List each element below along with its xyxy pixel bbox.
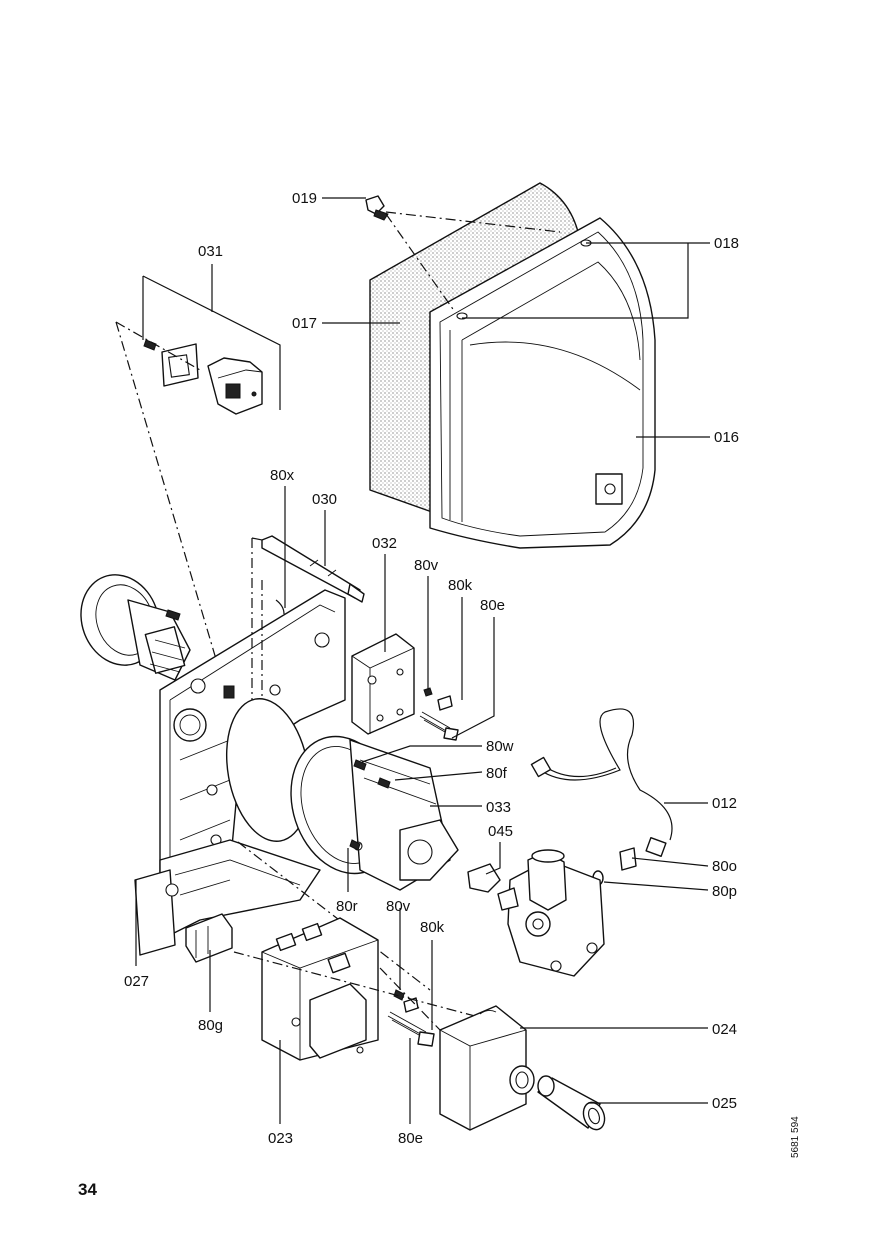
label-025: 025 bbox=[712, 1095, 737, 1112]
document-code: 5681 594 bbox=[790, 1116, 801, 1158]
label-80v-bottom: 80v bbox=[386, 898, 411, 915]
label-018: 018 bbox=[714, 235, 739, 252]
label-80e-bottom: 80e bbox=[398, 1130, 423, 1147]
label-017: 017 bbox=[292, 315, 317, 332]
oil-line bbox=[530, 708, 673, 886]
part-labels: 019 018 017 016 031 80x 030 032 80v 80k … bbox=[124, 190, 739, 1147]
clip-80g bbox=[185, 913, 233, 963]
screw-80k bbox=[437, 695, 453, 711]
label-012: 012 bbox=[712, 795, 737, 812]
label-80v-top: 80v bbox=[414, 557, 439, 574]
connector-group-031 bbox=[142, 264, 281, 415]
label-80x: 80x bbox=[270, 467, 295, 484]
page-number: 34 bbox=[78, 1180, 97, 1199]
clip-045 bbox=[467, 863, 501, 893]
plug-025 bbox=[537, 1075, 606, 1131]
label-80k-bottom: 80k bbox=[420, 919, 445, 936]
oil-pump bbox=[467, 849, 605, 977]
screw-80w bbox=[353, 759, 367, 771]
label-023: 023 bbox=[268, 1130, 293, 1147]
ignition-transformer bbox=[351, 633, 459, 741]
label-019: 019 bbox=[292, 190, 317, 207]
control-unit-base bbox=[261, 917, 435, 1061]
mounting-plate bbox=[134, 535, 365, 956]
fan-housing bbox=[225, 698, 459, 991]
screw-80r bbox=[349, 839, 361, 851]
label-80k-top: 80k bbox=[448, 577, 473, 594]
leader-lines bbox=[135, 197, 710, 1124]
label-80r: 80r bbox=[336, 898, 358, 915]
label-80w: 80w bbox=[486, 738, 514, 755]
label-027: 027 bbox=[124, 973, 149, 990]
hood-front-shell bbox=[429, 217, 656, 549]
ignition-electrode bbox=[261, 535, 365, 603]
label-033: 033 bbox=[486, 799, 511, 816]
label-80e-top: 80e bbox=[480, 597, 505, 614]
cover-hood bbox=[365, 182, 656, 549]
label-032: 032 bbox=[372, 535, 397, 552]
screw-80f bbox=[377, 777, 391, 789]
screw-80v-lower bbox=[393, 989, 405, 1001]
label-016: 016 bbox=[714, 429, 739, 446]
label-031: 031 bbox=[198, 243, 223, 260]
hood-screw bbox=[365, 195, 389, 221]
control-box-cover bbox=[439, 1005, 535, 1131]
label-80p: 80p bbox=[712, 883, 737, 900]
label-045: 045 bbox=[488, 823, 513, 840]
blower-motor bbox=[80, 574, 191, 681]
label-80g: 80g bbox=[198, 1017, 223, 1034]
label-80o: 80o bbox=[712, 858, 737, 875]
fitting-80o bbox=[619, 847, 637, 871]
label-024: 024 bbox=[712, 1021, 737, 1038]
label-030: 030 bbox=[312, 491, 337, 508]
label-80f: 80f bbox=[486, 765, 508, 782]
